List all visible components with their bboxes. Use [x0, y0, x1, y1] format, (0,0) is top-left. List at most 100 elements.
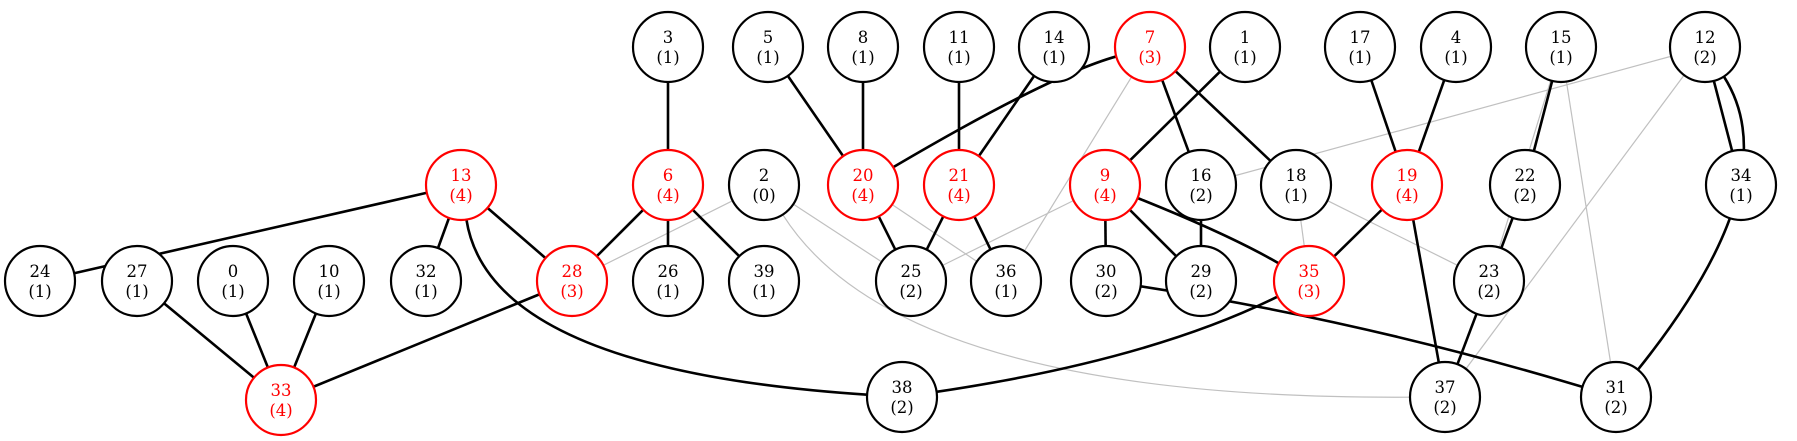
- node-circle: [631, 148, 705, 222]
- edge-0-33: [244, 312, 270, 369]
- node-value: (1): [1233, 48, 1256, 67]
- node-21[interactable]: 21(4): [922, 148, 996, 222]
- edge-7-18: [1174, 70, 1272, 162]
- node-19[interactable]: 19(4): [1370, 148, 1444, 222]
- node-circle: [922, 148, 996, 222]
- edge-13-38: [465, 219, 868, 397]
- node-value: (1): [1284, 186, 1307, 205]
- edge-15-22: [1532, 80, 1554, 152]
- node-label: 34: [1731, 166, 1752, 185]
- node-39[interactable]: 39(1): [727, 244, 801, 318]
- edge-15-31: [1565, 81, 1612, 363]
- node-value: (1): [1444, 48, 1467, 67]
- node-label: 23: [1479, 262, 1500, 281]
- node-34[interactable]: 34(1): [1704, 148, 1778, 222]
- node-18[interactable]: 18(1): [1259, 148, 1333, 222]
- edge-23-37: [1456, 313, 1478, 365]
- node-label: 5: [763, 28, 774, 47]
- node-label: 19: [1397, 166, 1418, 185]
- node-label: 27: [127, 262, 148, 281]
- node-label: 33: [271, 381, 292, 400]
- edge-2-37: [782, 214, 1411, 398]
- node-circle: [1419, 10, 1493, 84]
- node-circle: [1259, 148, 1333, 222]
- node-value: (4): [656, 186, 679, 205]
- node-24[interactable]: 24(1): [3, 244, 77, 318]
- node-6[interactable]: 6(4): [631, 148, 705, 222]
- node-4[interactable]: 4(1): [1419, 10, 1493, 84]
- node-circle: [1452, 244, 1526, 318]
- node-circle: [1069, 244, 1143, 318]
- node-35[interactable]: 35(3): [1272, 244, 1346, 318]
- node-label: 15: [1551, 28, 1572, 47]
- node-37[interactable]: 37(2): [1408, 360, 1482, 434]
- node-2[interactable]: 2(0): [727, 148, 801, 222]
- edge-12-37: [1465, 74, 1685, 370]
- edge-20-25: [877, 215, 897, 251]
- node-circle: [1164, 244, 1238, 318]
- node-label: 2: [759, 166, 770, 185]
- node-label: 22: [1515, 166, 1536, 185]
- node-33[interactable]: 33(4): [244, 363, 318, 437]
- edge-19-35: [1333, 208, 1383, 258]
- node-label: 30: [1096, 262, 1117, 281]
- node-label: 28: [562, 262, 583, 281]
- node-value: (1): [1042, 48, 1065, 67]
- node-22[interactable]: 22(2): [1488, 148, 1562, 222]
- node-12[interactable]: 12(2): [1668, 10, 1742, 84]
- node-26[interactable]: 26(1): [631, 244, 705, 318]
- node-28[interactable]: 28(3): [535, 244, 609, 318]
- node-value: (4): [851, 186, 874, 205]
- node-25[interactable]: 25(2): [874, 244, 948, 318]
- edge-18-35: [1300, 219, 1305, 247]
- node-circle: [1164, 148, 1238, 222]
- edge-6-28: [595, 208, 645, 258]
- node-36[interactable]: 36(1): [969, 244, 1043, 318]
- node-38[interactable]: 38(2): [865, 360, 939, 434]
- node-circle: [826, 148, 900, 222]
- node-16[interactable]: 16(2): [1164, 148, 1238, 222]
- edge-2-25: [792, 203, 883, 263]
- node-9[interactable]: 9(4): [1068, 148, 1142, 222]
- node-label: 29: [1191, 262, 1212, 281]
- node-label: 7: [1145, 28, 1156, 47]
- node-label: 17: [1350, 28, 1371, 47]
- node-label: 11: [949, 28, 970, 47]
- node-15[interactable]: 15(1): [1524, 10, 1598, 84]
- node-29[interactable]: 29(2): [1164, 244, 1238, 318]
- node-31[interactable]: 31(2): [1579, 360, 1653, 434]
- edge-7-20: [892, 55, 1117, 169]
- node-value: (4): [1093, 186, 1116, 205]
- node-5[interactable]: 5(1): [731, 10, 805, 84]
- node-label: 16: [1191, 166, 1212, 185]
- node-11[interactable]: 11(1): [922, 10, 996, 84]
- node-3[interactable]: 3(1): [631, 10, 705, 84]
- node-circle: [727, 244, 801, 318]
- node-value: (3): [1297, 282, 1320, 301]
- node-8[interactable]: 8(1): [826, 10, 900, 84]
- node-30[interactable]: 30(2): [1069, 244, 1143, 318]
- node-circle: [1370, 148, 1444, 222]
- node-13[interactable]: 13(4): [424, 148, 498, 222]
- edge-4-19: [1417, 79, 1446, 153]
- node-value: (1): [317, 282, 340, 301]
- node-circle: [1668, 10, 1742, 84]
- node-20[interactable]: 20(4): [826, 148, 900, 222]
- node-27[interactable]: 27(1): [100, 244, 174, 318]
- node-label: 38: [892, 378, 913, 397]
- node-14[interactable]: 14(1): [1017, 10, 1091, 84]
- node-7[interactable]: 7(3): [1113, 10, 1187, 84]
- node-23[interactable]: 23(2): [1452, 244, 1526, 318]
- node-32[interactable]: 32(1): [389, 244, 463, 318]
- node-value: (2): [1693, 48, 1716, 67]
- graph-nodes: 0(1)1(1)2(0)3(1)4(1)5(1)6(4)7(3)8(1)9(4)…: [3, 10, 1778, 437]
- edge-14-21: [977, 75, 1036, 157]
- node-10[interactable]: 10(1): [292, 244, 366, 318]
- node-0[interactable]: 0(1): [196, 244, 270, 318]
- node-1[interactable]: 1(1): [1208, 10, 1282, 84]
- node-label: 32: [416, 262, 437, 281]
- node-label: 21: [949, 166, 970, 185]
- node-17[interactable]: 17(1): [1323, 10, 1397, 84]
- node-value: (1): [752, 282, 775, 301]
